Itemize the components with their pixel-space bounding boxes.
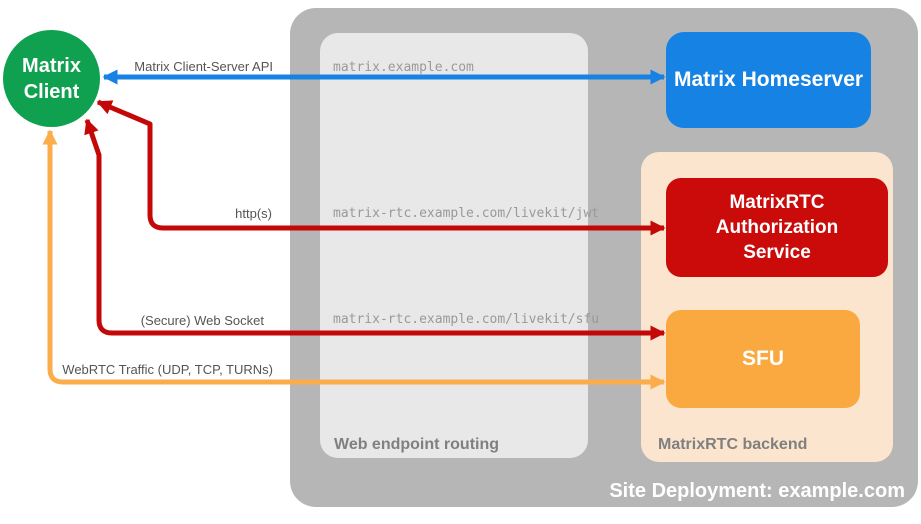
matrix-endpoint-path: matrix.example.com: [333, 60, 474, 75]
websocket-edge-label: (Secure) Web Socket: [140, 313, 264, 328]
matrix-homeserver-node: Matrix Homeserver: [666, 32, 871, 128]
http-edge-label: http(s): [235, 206, 272, 221]
sfu-node: SFU: [666, 310, 860, 408]
sfu-label: SFU: [742, 347, 784, 370]
sfu-endpoint-path: matrix-rtc.example.com/livekit/sfu: [333, 312, 600, 327]
matrix-client-node: Matrix Client: [3, 30, 100, 127]
web-endpoint-routing-caption: Web endpoint routing: [334, 436, 500, 453]
matrix-homeserver-label: Matrix Homeserver: [673, 68, 864, 91]
matrix-client-label-line1: Matrix: [22, 54, 81, 77]
jwt-endpoint-path: matrix-rtc.example.com/livekit/jwt: [333, 206, 600, 221]
client-server-api-edge-label: Matrix Client-Server API: [134, 59, 273, 74]
matrixrtc-backend-caption: MatrixRTC backend: [658, 436, 808, 453]
matrixrtc-authorization-service-label: MatrixRTC Authorization Service: [715, 192, 839, 263]
matrixrtc-authorization-service-node: MatrixRTC Authorization Service: [666, 178, 888, 277]
web-endpoint-routing-container: [320, 33, 588, 458]
site-deployment-caption: Site Deployment: example.com: [609, 480, 905, 502]
matrix-client-label-line2: Client: [23, 80, 80, 103]
webrtc-edge-label: WebRTC Traffic (UDP, TCP, TURNs): [62, 362, 273, 377]
